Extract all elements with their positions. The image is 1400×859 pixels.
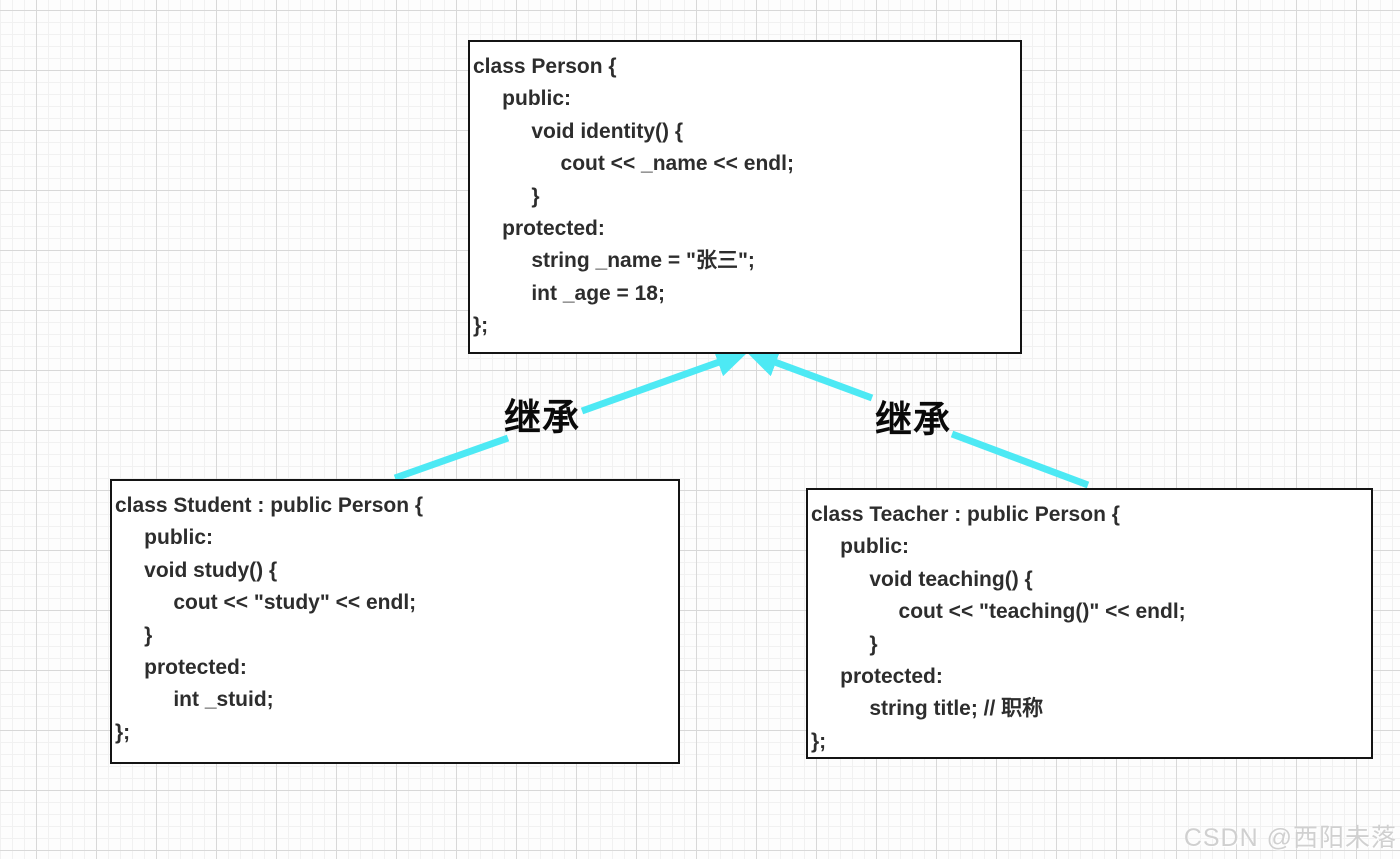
teacher-class-box: class Teacher : public Person { public: … xyxy=(806,488,1373,759)
teacher-to-person-arrow-lower-segment xyxy=(950,430,1090,489)
code-line: } xyxy=(473,184,540,208)
code-line: int _age = 18; xyxy=(473,281,665,305)
code-line: void teaching() { xyxy=(811,567,1033,591)
code-line: class Teacher : public Person { xyxy=(811,503,1120,526)
student-to-person-arrow-lower-segment xyxy=(393,434,510,482)
code-line: protected: xyxy=(473,217,605,241)
person-class-box: class Person { public: void identity() {… xyxy=(468,40,1022,354)
code-line: }; xyxy=(473,314,489,338)
code-line: cout << _name << endl; xyxy=(473,152,794,176)
student-class-code: class Student : public Person { public: … xyxy=(112,481,678,749)
left-inheritance-label: 继承 xyxy=(504,397,580,438)
code-line: public: xyxy=(811,535,909,559)
code-line: cout << "teaching()" << endl; xyxy=(811,600,1186,624)
watermark: CSDN @西阳未落 xyxy=(1183,824,1397,852)
code-line: } xyxy=(811,632,878,656)
code-line: int _stuid; xyxy=(115,688,274,712)
student-to-person-arrow-upper-segment xyxy=(580,348,749,415)
code-line: class Person { xyxy=(473,55,617,78)
code-line: protected: xyxy=(115,656,247,680)
code-line: string _name = "张三"; xyxy=(473,249,755,273)
right-inheritance-label: 继承 xyxy=(875,399,951,440)
code-line: }; xyxy=(811,729,827,753)
student-class-box: class Student : public Person { public: … xyxy=(110,479,680,764)
code-line: void identity() { xyxy=(473,119,684,143)
code-line: } xyxy=(115,623,153,647)
teacher-to-person-arrow-upper-segment xyxy=(745,348,874,402)
code-line: }; xyxy=(115,720,131,744)
code-line: class Student : public Person { xyxy=(115,494,424,517)
code-line: cout << "study" << endl; xyxy=(115,591,417,615)
code-line: void study() { xyxy=(115,558,278,582)
code-line: public: xyxy=(115,526,213,550)
code-line: string title; // 职称 xyxy=(811,697,1044,721)
teacher-class-code: class Teacher : public Person { public: … xyxy=(808,490,1371,758)
code-line: protected: xyxy=(811,665,943,689)
code-line: public: xyxy=(473,87,571,111)
person-class-code: class Person { public: void identity() {… xyxy=(470,42,1020,343)
